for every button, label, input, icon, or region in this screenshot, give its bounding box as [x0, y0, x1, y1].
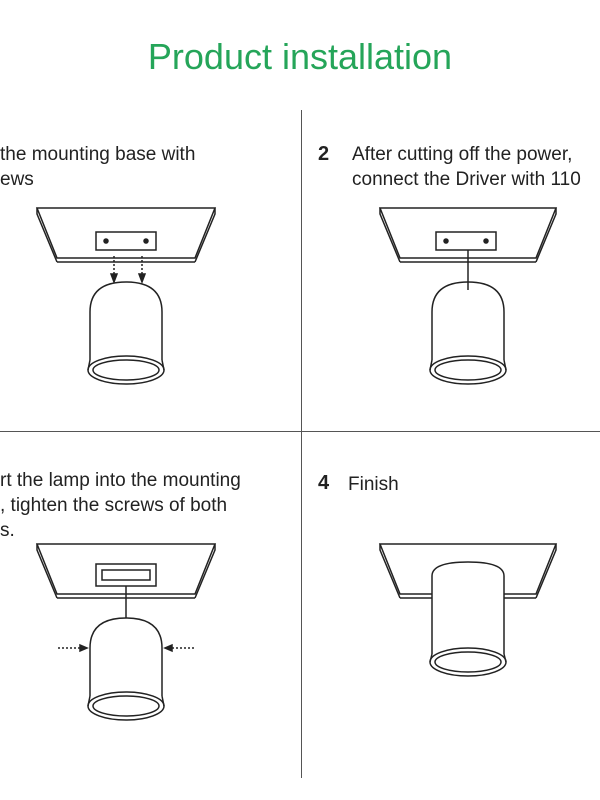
- horizontal-divider: [0, 431, 600, 432]
- mounting-base: [95, 231, 157, 251]
- step-4-number: 4: [318, 472, 330, 494]
- step-3-illustration: [35, 543, 217, 721]
- step-4-text: Finish: [348, 474, 399, 495]
- step-2-text: After cutting off the power, connect the…: [352, 144, 581, 190]
- step-3-text: rt the lamp into the mounting , tighten …: [0, 470, 241, 541]
- screw-icon: [58, 643, 89, 653]
- step-4-illustration: [378, 543, 558, 677]
- step-2-number: 2: [318, 143, 330, 165]
- mounting-base: [95, 563, 157, 587]
- lamp-body: [429, 281, 507, 385]
- step-1-text: the mounting base with ews: [0, 144, 196, 190]
- vertical-divider: [301, 110, 302, 778]
- page-title: Product installation: [147, 36, 453, 77]
- screw-icon: [163, 643, 194, 653]
- step-2-illustration: [378, 207, 558, 385]
- lamp-body: [87, 281, 165, 385]
- mounting-base: [435, 231, 497, 251]
- step-1-illustration: [35, 207, 217, 385]
- lamp-body: [87, 617, 165, 721]
- screw-icon: [109, 256, 119, 285]
- screw-icon: [137, 256, 147, 285]
- lamp-body: [429, 561, 507, 677]
